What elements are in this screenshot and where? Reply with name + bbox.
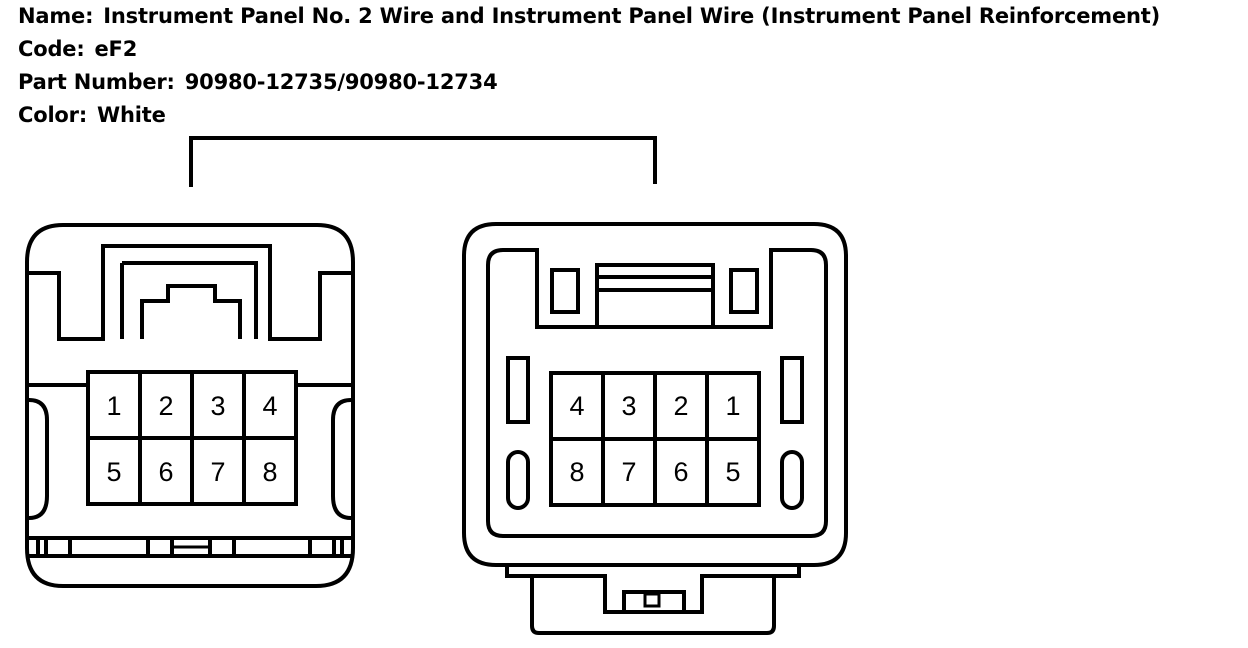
color-label: Color: — [18, 103, 88, 127]
right-connector-oval-key-left — [506, 450, 530, 510]
right-connector-pin-labels: 4 3 2 1 8 7 6 5 — [569, 391, 740, 487]
left-pin-bottom-5: 5 — [106, 457, 121, 487]
connector-pair-bracket — [189, 136, 657, 187]
right-connector-oval-key-right — [780, 450, 804, 510]
part-number-label: Part Number: — [18, 70, 175, 94]
right-pin-top-2: 2 — [673, 391, 688, 421]
part-number-line: Part Number: 90980-12735/90980-12734 — [18, 66, 1243, 99]
left-pin-top-3: 3 — [210, 391, 225, 421]
left-pin-bottom-7: 7 — [210, 457, 225, 487]
right-pin-bottom-8: 8 — [569, 457, 584, 487]
left-connector-lock-housing — [29, 244, 351, 341]
connector-info-header: Name: Instrument Panel No. 2 Wire and Ins… — [18, 0, 1243, 132]
right-connector-inner-frame — [486, 248, 828, 538]
right-connector — [462, 222, 848, 635]
left-connector-lock-tab — [140, 284, 242, 339]
right-connector-side-slot-left — [506, 356, 530, 424]
right-connector-lock-window-left — [550, 268, 580, 314]
code-label: Code: — [18, 37, 85, 61]
right-connector-center-tab — [643, 592, 661, 608]
right-connector-lock-bar-lines — [597, 275, 713, 292]
part-number-value: 90980-12735/90980-12734 — [184, 70, 498, 94]
right-pin-top-1: 1 — [725, 391, 740, 421]
left-connector-lock-inner — [120, 261, 258, 339]
left-pin-top-2: 2 — [158, 391, 173, 421]
right-connector-bottom-mount — [505, 565, 801, 635]
code-line: Code: eF2 — [18, 33, 1243, 66]
left-connector-pin-labels: 1 2 3 4 5 6 7 8 — [106, 391, 277, 487]
left-connector-pin-dividers — [88, 372, 296, 504]
right-connector-pin-dividers — [551, 373, 759, 505]
name-label: Name: — [18, 4, 94, 28]
right-pin-bottom-7: 7 — [621, 457, 636, 487]
color-value: White — [97, 103, 166, 127]
right-connector-side-slot-right — [780, 356, 804, 424]
name-line: Name: Instrument Panel No. 2 Wire and Ins… — [18, 0, 1243, 33]
right-pin-top-3: 3 — [621, 391, 636, 421]
left-connector-body — [25, 223, 355, 588]
left-pin-bottom-8: 8 — [262, 457, 277, 487]
right-pin-bottom-5: 5 — [725, 457, 740, 487]
left-connector-side-guide-left — [28, 398, 49, 520]
left-pin-top-1: 1 — [106, 391, 121, 421]
left-connector — [25, 223, 355, 588]
name-value: Instrument Panel No. 2 Wire and Instrume… — [103, 4, 1160, 28]
right-connector-lock-bar — [595, 263, 715, 329]
left-pin-bottom-6: 6 — [158, 457, 173, 487]
code-value: eF2 — [94, 37, 138, 61]
color-line: Color: White — [18, 99, 1243, 132]
left-connector-side-guide-right — [331, 398, 352, 520]
right-pin-top-4: 4 — [569, 391, 584, 421]
right-pin-bottom-6: 6 — [673, 457, 688, 487]
left-pin-top-4: 4 — [262, 391, 277, 421]
right-connector-bottom-mount-details — [532, 574, 774, 614]
right-connector-body — [462, 222, 848, 567]
right-connector-lock-window-right — [729, 268, 759, 314]
